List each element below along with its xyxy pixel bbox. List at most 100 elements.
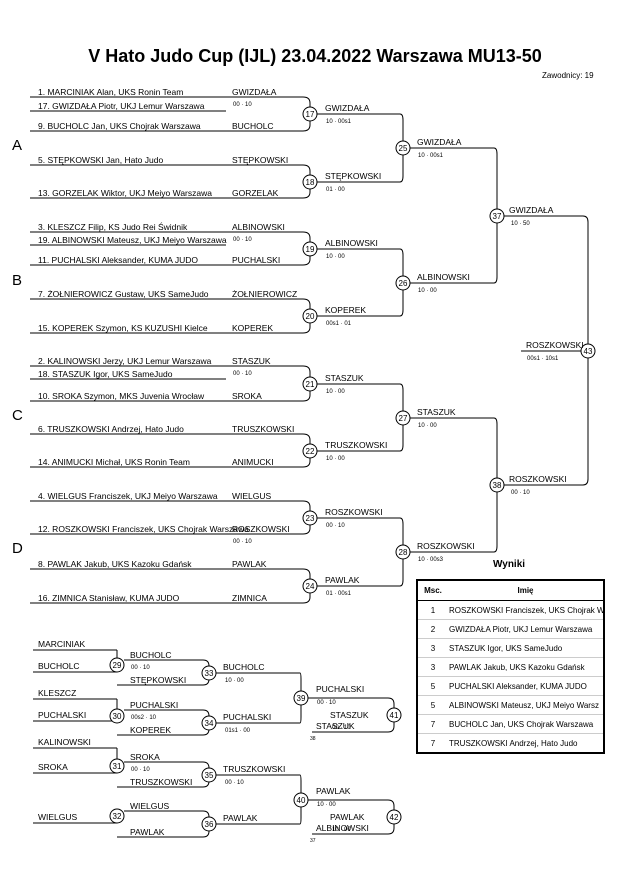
fight-number-circle xyxy=(489,208,505,224)
fight-number: 41 xyxy=(390,711,399,720)
round1-score: 00 · 10 xyxy=(233,102,252,108)
round1-winner: ANIMUCKI xyxy=(232,457,274,467)
round1-winner: TRUSZKOWSKI xyxy=(232,424,294,434)
round2-winner: PAWLAK xyxy=(325,575,360,585)
fight-number-circle xyxy=(302,241,318,257)
fight-number-circle xyxy=(201,665,217,681)
competitor-entry: 6. TRUSZKOWSKI Andrzej, Hato Judo xyxy=(38,424,184,434)
repechage-entry: KLESZCZ xyxy=(38,688,76,698)
fight-number: 31 xyxy=(113,762,122,771)
group-letter: A xyxy=(12,137,22,154)
bronze-winner: STASZUK xyxy=(330,710,369,720)
fight-number-circle xyxy=(395,410,411,426)
repechage-r2-winner: TRUSZKOWSKI xyxy=(223,764,285,774)
round1-score: 00 · 10 xyxy=(233,237,252,243)
fight-number: 39 xyxy=(297,694,306,703)
fight-number: 21 xyxy=(306,380,315,389)
round1-score: 00 · 10 xyxy=(233,371,252,377)
repechage-score: 00 · 10 xyxy=(131,767,150,773)
fight-number-circle xyxy=(302,510,318,526)
round3-score: 10 · 00 xyxy=(418,423,437,429)
repechage-r3-winner: PUCHALSKI xyxy=(316,684,364,694)
competitor-entry: 2. KALINOWSKI Jerzy, UKJ Lemur Warszawa xyxy=(38,356,212,366)
results-title: Wyniki xyxy=(493,559,526,570)
fight-number: 30 xyxy=(113,712,122,721)
round2-score: 00 · 10 xyxy=(326,523,345,529)
champion: ROSZKOWSKI xyxy=(526,340,584,350)
repechage-r2-score: 10 · 00 xyxy=(225,678,244,684)
round2-winner: TRUSZKOWSKI xyxy=(325,440,387,450)
fight-number: 28 xyxy=(399,548,408,557)
round2-score: 00s1 · 01 xyxy=(326,321,352,327)
fight-number: 23 xyxy=(306,514,315,523)
fight-number-circle xyxy=(395,140,411,156)
fight-number: 36 xyxy=(205,820,214,829)
round1-winner: ROSZKOWSKI xyxy=(232,524,290,534)
repechage-r3-score: 10 · 00 xyxy=(317,802,336,808)
competitors-count: Zawodnicy: 19 xyxy=(542,71,594,80)
round1-winner: ZIMNICA xyxy=(232,593,267,603)
bronze-score: 00 · 10 xyxy=(332,725,351,731)
repechage-r3-score: 00 · 10 xyxy=(317,700,336,706)
fight-number: 35 xyxy=(205,771,214,780)
round1-winner: ALBINOWSKI xyxy=(232,222,285,232)
fight-number: 33 xyxy=(205,669,214,678)
fight-number: 20 xyxy=(306,312,315,321)
round1-score: 00 · 10 xyxy=(233,539,252,545)
semi-score: 00 · 10 xyxy=(511,490,530,496)
repechage-opponent: STĘPKOWSKI xyxy=(130,675,186,685)
fight-number-circle xyxy=(109,657,125,673)
fight-number: 38 xyxy=(493,481,502,490)
round1-winner: WIELGUS xyxy=(232,491,272,501)
result-name: STASZUK Igor, UKS SameJudo xyxy=(448,638,604,658)
competitor-entry: 9. BUCHOLC Jan, UKS Chojrak Warszawa xyxy=(38,121,201,131)
page-title: V Hato Judo Cup (IJL) 23.04.2022 Warszaw… xyxy=(88,46,542,66)
repechage-r2-score: 00 · 10 xyxy=(225,780,244,786)
final-score: 00s1 · 10s1 xyxy=(527,356,559,362)
round1-winner: SROKA xyxy=(232,391,262,401)
round1-winner: STASZUK xyxy=(232,356,271,366)
competitor-entry: 15. KOPEREK Szymon, KS KUZUSHI Kielce xyxy=(38,323,208,333)
semi-winner: ROSZKOWSKI xyxy=(509,474,567,484)
competitor-entry: 10. SROKA Szymon, MKS Juvenia Wrocław xyxy=(38,391,205,401)
round3-winner: STASZUK xyxy=(417,407,456,417)
bronze-source-fight: 38 xyxy=(310,736,316,742)
bronze-opponent: STASZUK xyxy=(316,721,355,731)
fight-number: 32 xyxy=(113,812,122,821)
results-col-name: Imię xyxy=(448,580,604,601)
result-place: 2 xyxy=(417,619,448,639)
fight-number: 22 xyxy=(306,447,315,456)
repechage-entry: WIELGUS xyxy=(38,812,78,822)
group-letter: B xyxy=(12,272,22,289)
fight-number: 37 xyxy=(493,212,502,221)
fight-number: 17 xyxy=(306,110,315,119)
fight-number: 18 xyxy=(306,178,315,187)
competitor-entry: 17. GWIZDAŁA Piotr, UKJ Lemur Warszawa xyxy=(38,101,205,111)
round2-winner: ROSZKOWSKI xyxy=(325,507,383,517)
round2-winner: STĘPKOWSKI xyxy=(325,171,381,181)
round1-winner: KOPEREK xyxy=(232,323,273,333)
bronze-source-fight: 37 xyxy=(310,838,316,844)
competitor-entry: 16. ZIMNICA Stanisław, KUMA JUDO xyxy=(38,593,180,603)
competitor-entry: 5. STĘPKOWSKI Jan, Hato Judo xyxy=(38,155,163,165)
repechage-entry: BUCHOLC xyxy=(38,661,80,671)
round3-score: 10 · 00s1 xyxy=(418,153,444,159)
fight-number-circle xyxy=(302,174,318,190)
result-place: 7 xyxy=(417,714,448,734)
competitor-entry: 18. STASZUK Igor, UKS SameJudo xyxy=(38,369,173,379)
round1-winner: ŻOŁNIEROWICZ xyxy=(232,289,297,299)
fight-number-circle xyxy=(580,343,596,359)
repechage-r3-winner: PAWLAK xyxy=(316,786,351,796)
result-place: 5 xyxy=(417,676,448,696)
round2-winner: KOPEREK xyxy=(325,305,366,315)
result-name: BUCHOLC Jan, UKS Chojrak Warszawa xyxy=(448,714,604,734)
repechage-score: 00s2 · 10 xyxy=(131,715,157,721)
round1-winner: GORZELAK xyxy=(232,188,279,198)
fight-number-circle xyxy=(302,376,318,392)
repechage-entry: SROKA xyxy=(38,762,68,772)
result-name: ROSZKOWSKI Franciszek, UKS Chojrak W xyxy=(448,600,604,620)
result-place: 5 xyxy=(417,695,448,715)
